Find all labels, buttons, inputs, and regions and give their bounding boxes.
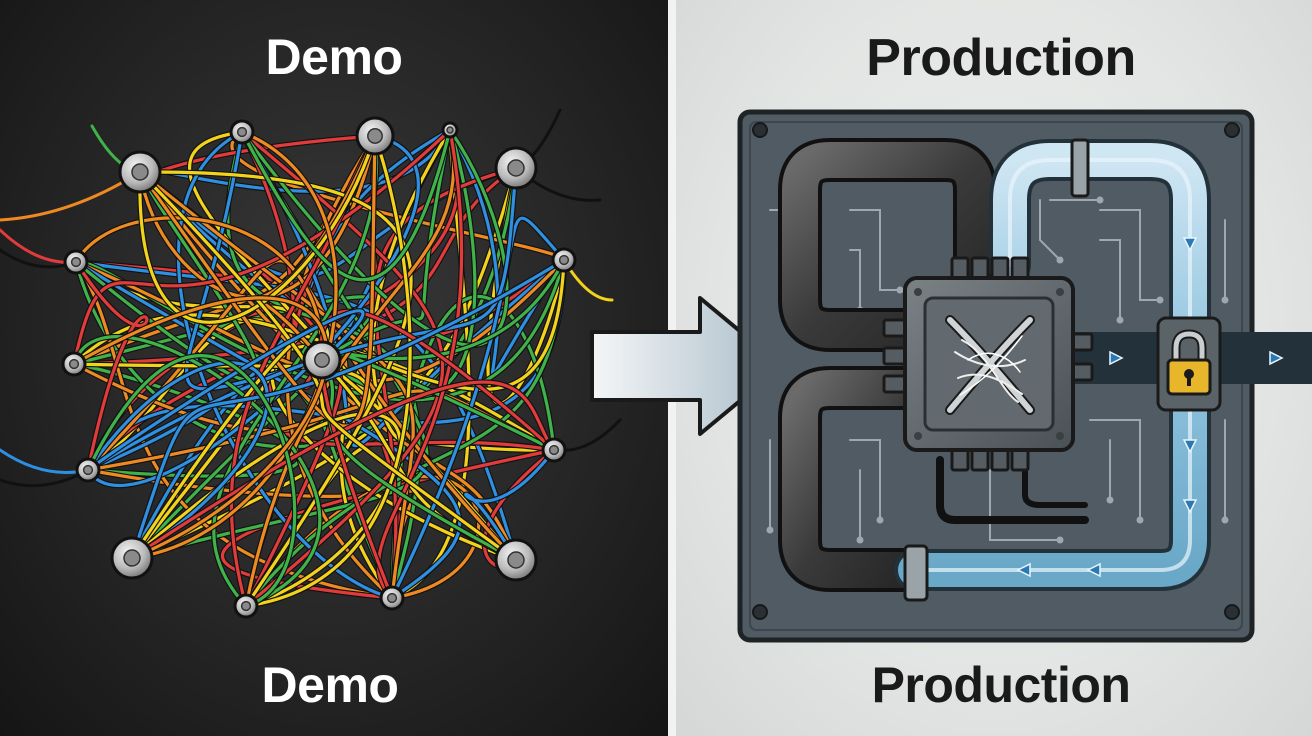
wire-node-hole <box>123 549 141 567</box>
tangled-wire <box>244 474 481 608</box>
wire-node-hole <box>314 352 330 368</box>
tangled-wire <box>464 448 556 562</box>
wire-node-hole <box>131 163 149 181</box>
tangled-wires <box>0 108 622 609</box>
wire-node-hole <box>82 464 94 476</box>
circuit-traces <box>766 196 1229 544</box>
wire-node-hole <box>548 444 560 456</box>
circuit-trace <box>849 249 861 311</box>
wire-node-hole <box>507 159 525 177</box>
demo-title-bottom: Demo <box>261 657 399 713</box>
trace-pad <box>1116 316 1124 324</box>
wire-node-hole <box>446 126 454 134</box>
tangled-wire <box>86 361 270 560</box>
wire-node-hole <box>236 126 248 138</box>
wire-node-hole <box>68 358 80 370</box>
trace-pad <box>1156 296 1164 304</box>
trace-pad <box>1221 516 1229 524</box>
circuit-trace <box>1039 199 1061 261</box>
tangled-wire <box>130 380 556 560</box>
tangled-wire <box>86 309 365 472</box>
wire-node-hole <box>367 128 383 144</box>
trace-pad <box>876 516 884 524</box>
trace-pad <box>856 536 864 544</box>
trace-pad <box>1221 296 1229 304</box>
pipe-couplings <box>903 138 1090 602</box>
circuit-trace <box>989 469 1061 541</box>
trace-pad <box>1056 536 1064 544</box>
circuit-trace <box>1099 209 1161 301</box>
tangled-wire <box>74 216 324 362</box>
production-title-top: Production <box>866 29 1136 87</box>
tangled-wire <box>244 134 412 608</box>
padlock-icon <box>1156 316 1222 412</box>
tangled-wire <box>74 260 462 600</box>
trace-pad <box>896 286 904 294</box>
tangled-wire <box>74 260 149 472</box>
circuit-trace <box>849 209 901 291</box>
wire-node-hole <box>240 600 252 612</box>
tangled-wire <box>86 354 297 608</box>
loose-wire-end <box>0 448 90 474</box>
tangled-wire <box>72 335 322 608</box>
wire-node-hole <box>70 256 82 268</box>
demo-title-top: Demo <box>265 29 403 85</box>
flow-arrows <box>1016 237 1284 578</box>
circuit-trace <box>1089 419 1141 521</box>
wire-nodes <box>61 116 577 619</box>
junction-box <box>882 256 1094 472</box>
dark-pipes <box>778 138 1089 592</box>
wire-node-hole <box>386 592 398 604</box>
production-title-bottom: Production <box>871 657 1131 713</box>
wire-node-hole <box>507 551 525 569</box>
tangled-wire <box>240 128 452 282</box>
trace-pad <box>766 526 774 534</box>
tangled-wire <box>138 134 377 324</box>
tangled-wire <box>244 128 456 608</box>
tangled-wire <box>320 128 452 362</box>
tangled-wire <box>448 128 566 377</box>
circuit-trace <box>1099 239 1121 321</box>
trace-pad <box>1106 496 1114 504</box>
wire-node-hole <box>558 254 570 266</box>
trace-pad <box>1136 516 1144 524</box>
loose-wire-end <box>0 170 142 222</box>
trace-pad <box>1056 256 1064 264</box>
circuit-trace <box>849 439 881 521</box>
trace-pad <box>1096 196 1104 204</box>
tangled-wire <box>130 258 566 560</box>
tangled-wire <box>86 166 518 472</box>
